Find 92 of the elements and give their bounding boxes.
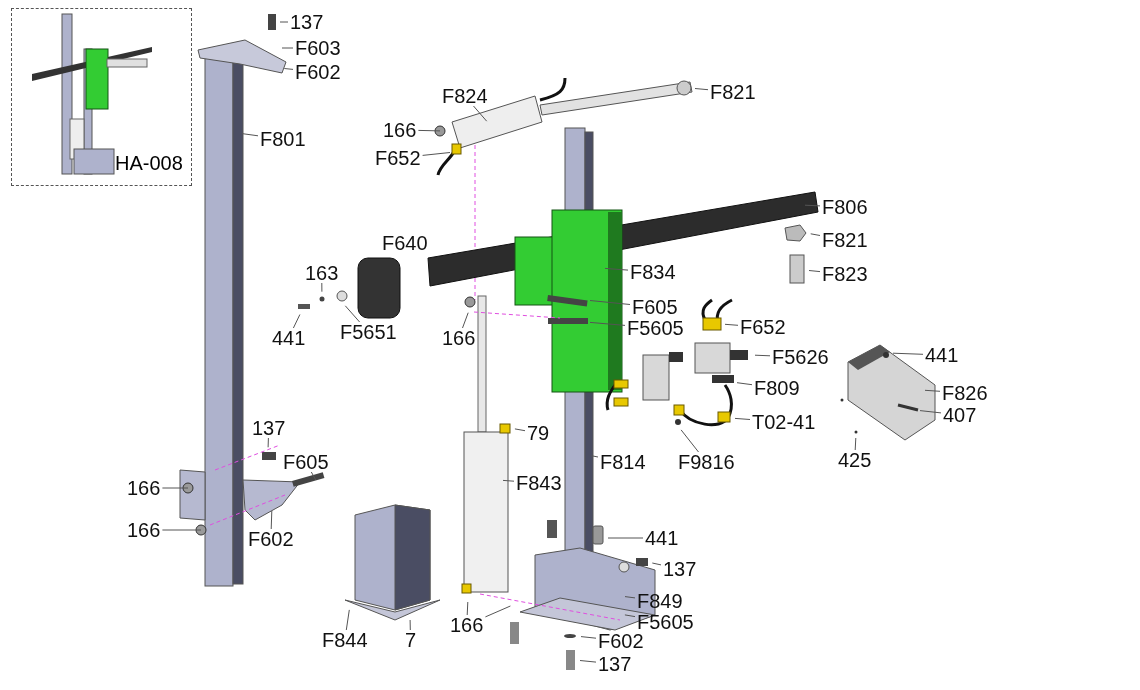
leader-line bbox=[321, 282, 323, 293]
callout-number: F5605 bbox=[627, 317, 684, 339]
leader-line bbox=[604, 267, 629, 271]
leader-line bbox=[924, 389, 941, 392]
leader-line bbox=[580, 636, 597, 639]
leader-line bbox=[736, 382, 753, 386]
callout-number: 163 bbox=[305, 262, 339, 284]
leader-line bbox=[589, 300, 631, 305]
callout-number: F801 bbox=[260, 128, 306, 150]
callout-number: F814 bbox=[600, 451, 646, 473]
callout-number: 166 bbox=[383, 119, 417, 141]
leader-line bbox=[854, 437, 857, 451]
leader-line bbox=[734, 417, 751, 420]
leader-line bbox=[281, 47, 294, 49]
leader-line bbox=[919, 410, 942, 414]
callout-number: 166 bbox=[450, 614, 484, 636]
leader-line bbox=[589, 321, 626, 326]
callout-number: 166 bbox=[442, 327, 476, 349]
leader-line bbox=[484, 605, 511, 618]
callout-number: 137 bbox=[290, 11, 324, 33]
inset-panel bbox=[11, 8, 192, 186]
callout-number: F602 bbox=[598, 630, 644, 652]
leader-line bbox=[651, 562, 662, 566]
leader-line bbox=[161, 529, 202, 531]
callout-number: 137 bbox=[598, 653, 632, 675]
callout-number: F9816 bbox=[678, 451, 735, 473]
callout-number: 441 bbox=[925, 344, 959, 366]
leader-line bbox=[624, 596, 636, 599]
callout-number: 441 bbox=[645, 527, 679, 549]
callout-number: F602 bbox=[295, 61, 341, 83]
callout-number: F844 bbox=[322, 629, 368, 651]
callout-number: F5605 bbox=[637, 611, 694, 633]
callout-number: F602 bbox=[248, 528, 294, 550]
callout-number: 166 bbox=[127, 477, 161, 499]
callout-number: 137 bbox=[663, 558, 697, 580]
leader-line bbox=[502, 479, 515, 482]
leader-line bbox=[409, 619, 411, 631]
leader-line bbox=[680, 429, 699, 453]
callout-number: T02-41 bbox=[752, 411, 816, 433]
leader-line bbox=[473, 105, 488, 122]
leader-line bbox=[466, 601, 469, 616]
leader-line bbox=[754, 354, 771, 357]
leader-line bbox=[462, 312, 469, 329]
leader-line bbox=[724, 323, 739, 326]
leader-line bbox=[694, 88, 709, 91]
callout-number: F823 bbox=[822, 263, 868, 285]
leader-line bbox=[422, 152, 451, 156]
leader-line bbox=[270, 510, 273, 530]
leader-line bbox=[292, 314, 301, 329]
leader-line bbox=[590, 455, 599, 458]
leader-line bbox=[344, 305, 361, 323]
callout-number: 137 bbox=[252, 417, 286, 439]
callout-number: F834 bbox=[630, 261, 676, 283]
callout-number: F603 bbox=[295, 37, 341, 59]
leader-line bbox=[279, 21, 289, 23]
callout-number: F605 bbox=[283, 451, 329, 473]
leader-line bbox=[283, 68, 294, 70]
leader-line bbox=[892, 352, 924, 355]
callout-number: F849 bbox=[637, 590, 683, 612]
callout-number: F809 bbox=[754, 377, 800, 399]
callout-number: F5626 bbox=[772, 346, 829, 368]
callout-number: F843 bbox=[516, 472, 562, 494]
leader-line bbox=[579, 660, 597, 663]
callout-number: F605 bbox=[632, 296, 678, 318]
callout-number: F821 bbox=[822, 229, 868, 251]
callout-number: F640 bbox=[382, 232, 428, 254]
leader-line bbox=[345, 609, 350, 631]
callout-number: 7 bbox=[405, 629, 417, 651]
model-code: HA-008 bbox=[115, 152, 183, 174]
callout-number: F821 bbox=[710, 81, 756, 103]
callout-number: 79 bbox=[527, 422, 550, 444]
leader-line bbox=[808, 270, 821, 273]
callout-number: F652 bbox=[375, 147, 421, 169]
callout-number: F806 bbox=[822, 196, 868, 218]
callout-number: 425 bbox=[838, 449, 872, 471]
callout-number: 166 bbox=[127, 519, 161, 541]
leader-line bbox=[161, 487, 189, 489]
leader-line bbox=[310, 471, 317, 481]
leader-line bbox=[267, 437, 269, 448]
leader-line bbox=[624, 614, 636, 618]
callout-number: 441 bbox=[272, 327, 306, 349]
leader-line bbox=[804, 204, 821, 207]
callout-number: F826 bbox=[942, 382, 988, 404]
leader-line bbox=[417, 129, 441, 132]
leader-line bbox=[607, 537, 644, 539]
callout-number: 407 bbox=[943, 404, 977, 426]
leader-line bbox=[810, 233, 821, 236]
callout-number: F652 bbox=[740, 316, 786, 338]
leader-line bbox=[241, 133, 259, 137]
callout-number: F824 bbox=[442, 85, 488, 107]
leader-line bbox=[514, 428, 526, 432]
callout-number: F5651 bbox=[340, 321, 397, 343]
